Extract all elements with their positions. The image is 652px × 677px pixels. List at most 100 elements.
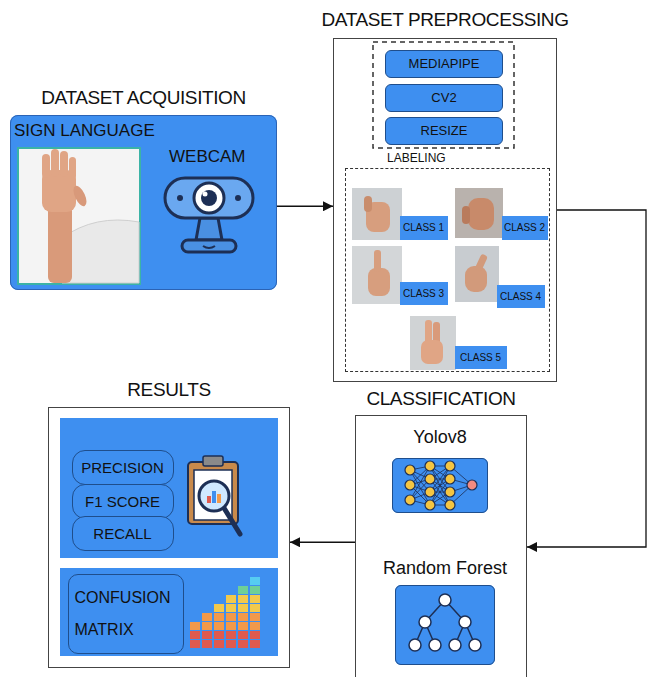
neural-network-icon — [410, 466, 472, 505]
text-slot: F1 SCORE — [73, 485, 173, 518]
tree-icon — [409, 594, 481, 651]
webcam-icon — [203, 192, 208, 197]
hand-image — [352, 188, 402, 240]
class-name: CLASS 1 — [403, 221, 444, 234]
bar-chart-icon — [190, 640, 262, 648]
text-slot: WEBCAM — [169, 146, 246, 167]
flow-arrow — [277, 206, 333, 207]
text-slot: RESULTS — [127, 378, 210, 402]
hand-image — [455, 246, 499, 302]
neural-network-icon — [445, 474, 455, 484]
bar-chart-icon — [250, 577, 262, 585]
tree-icon — [395, 585, 495, 665]
text-slot: MEDIAPIPE — [386, 51, 502, 77]
hand-image — [410, 316, 456, 370]
text-slot: CV2 — [386, 85, 502, 111]
text-slot: RECALL — [73, 517, 173, 550]
clipboard-icon — [203, 456, 223, 466]
tree-icon — [429, 639, 441, 651]
hand-image — [374, 250, 381, 272]
sign-photo — [60, 151, 68, 177]
text-slot: Yolov8 — [413, 426, 466, 449]
clipboard-icon — [212, 491, 216, 503]
sign-photo — [71, 184, 89, 208]
neural-network-icon — [445, 461, 455, 471]
class-label: CLASS 2 — [502, 216, 548, 240]
class-name: CLASS 5 — [460, 351, 501, 364]
webcam-icon — [196, 218, 222, 240]
hand-image — [368, 268, 390, 296]
hand-image — [352, 188, 402, 240]
bar-chart-icon — [214, 604, 262, 612]
neural-network-icon — [445, 500, 455, 510]
classification-panel: CLASSIFICATIONYolov8Random Forest — [355, 415, 527, 677]
hand-image — [421, 340, 443, 364]
class-name: CLASS 2 — [504, 221, 545, 234]
button-label: F1 SCORE — [85, 492, 160, 511]
class-label: CLASS 5 — [455, 346, 507, 369]
tools-dashed-group — [373, 42, 514, 148]
labeling-group: LABELINGCLASS 1CLASS 2CLASS 3CLASS 4CLAS… — [345, 168, 550, 372]
text-slot: CLASS 3 — [400, 282, 448, 305]
neural-network-icon — [425, 500, 435, 510]
tree-icon — [419, 616, 431, 628]
matrix-panel — [60, 568, 278, 656]
tools-dashed-group — [373, 42, 514, 148]
tool-button: RESIZE — [385, 117, 503, 145]
neural-network-icon — [425, 487, 435, 497]
webcam-icon — [201, 190, 217, 206]
sign-photo — [42, 154, 50, 178]
tree-icon — [409, 639, 421, 651]
panel-label: SIGN LANGUAGE — [14, 120, 155, 141]
acquisition-fill — [10, 115, 277, 290]
neural-network-icon — [467, 480, 477, 490]
acquisition-panel: DATASET ACQUISITIONSIGN LANGUAGEWEBCAM — [10, 115, 277, 290]
text-slot: CLASS 5 — [455, 346, 507, 369]
preprocessing-panel: DATASET PREPROCESSINGMEDIAPIPECV2RESIZEL… — [333, 38, 557, 382]
tree-icon — [449, 639, 461, 651]
matrix-pill: CONFUSION MATRIX — [68, 574, 184, 654]
model-box: Yolov8 — [392, 458, 488, 513]
sign-photo — [69, 157, 76, 179]
section-heading: RESULTS — [127, 378, 210, 402]
webcam-icon — [235, 195, 241, 201]
clipboard-icon — [217, 494, 221, 503]
hand-image — [462, 206, 470, 224]
neural-network-icon — [425, 461, 435, 471]
tree-icon — [439, 594, 451, 606]
neural-network-icon — [392, 458, 488, 513]
sign-photo — [62, 220, 139, 283]
hand-image — [352, 246, 402, 304]
webcam-icon — [194, 183, 224, 213]
matrix-panel — [60, 568, 278, 656]
sign-photo — [51, 149, 59, 177]
text-slot: SIGN LANGUAGE — [14, 120, 155, 141]
text-slot: CLASS 1 — [400, 216, 448, 240]
panel-label: WEBCAM — [169, 146, 246, 167]
tree-icon — [395, 585, 495, 665]
sign-photo — [18, 148, 140, 284]
neural-network-icon — [445, 487, 455, 497]
results-panel: RESULTSPRECISIONF1 SCORERECALLCONFUSION … — [48, 407, 290, 668]
button-label: RESIZE — [421, 123, 468, 139]
text-slot: LABELING — [387, 151, 446, 166]
class-label: CLASS 3 — [400, 282, 448, 305]
section-heading: DATASET PREPROCESSING — [321, 8, 568, 32]
tree-icon — [459, 616, 471, 628]
model-name: Yolov8 — [413, 426, 466, 449]
neural-network-icon — [425, 474, 435, 484]
neural-network-icon — [392, 458, 488, 513]
clipboard-icon — [207, 496, 211, 503]
metrics-panel — [60, 418, 278, 558]
bar-chart-icon — [190, 631, 262, 639]
metric-pill: F1 SCORE — [72, 484, 174, 519]
neural-network-icon — [405, 495, 415, 505]
class-name: CLASS 3 — [403, 287, 444, 300]
text-slot: PRECISION — [73, 451, 173, 484]
webcam-icon — [165, 178, 253, 218]
hand-image — [410, 316, 456, 370]
text-slot: CONFUSION MATRIX — [69, 575, 183, 653]
class-name: CLASS 4 — [500, 290, 541, 303]
button-label: CV2 — [431, 90, 456, 106]
